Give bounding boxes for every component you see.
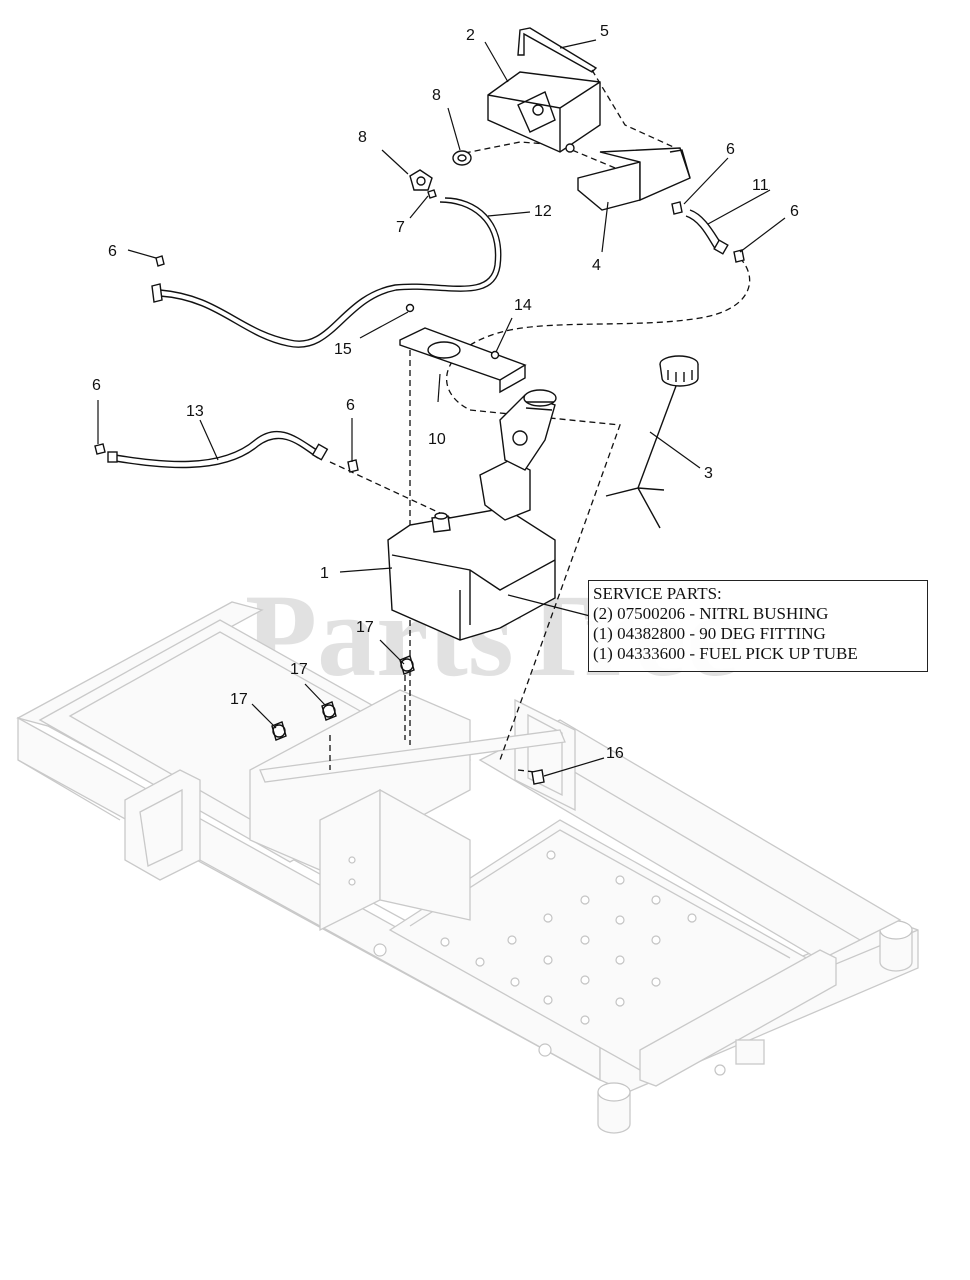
leader-lines bbox=[97, 39, 786, 777]
callout-4: 4 bbox=[592, 257, 601, 274]
part-7-heat-shield bbox=[399, 303, 527, 394]
callout-11: 11 bbox=[752, 177, 769, 194]
part-2-tank-bracket bbox=[487, 71, 601, 153]
service-parts-line-3: (1) 04333600 - FUEL PICK UP TUBE bbox=[593, 644, 858, 663]
part-6-clamps bbox=[94, 201, 745, 473]
part-8-fittings bbox=[155, 189, 437, 267]
callout-6d: 6 bbox=[346, 397, 355, 414]
part-11-hose bbox=[685, 209, 729, 255]
mower-frame bbox=[16, 601, 919, 1134]
callout-8b: 7 bbox=[396, 219, 405, 236]
callout-2: 2 bbox=[466, 27, 475, 44]
part-1-fuel-tank bbox=[387, 389, 557, 641]
callout-14: 14 bbox=[514, 297, 532, 314]
callout-1: 1 bbox=[320, 565, 329, 582]
service-parts-box: SERVICE PARTS: (2) 07500206 - NITRL BUSH… bbox=[588, 580, 928, 672]
callout-7: 10 bbox=[428, 431, 446, 448]
service-parts-line-1: (2) 07500206 - NITRL BUSHING bbox=[593, 604, 829, 623]
callout-13: 13 bbox=[186, 403, 204, 420]
service-parts-title: SERVICE PARTS: bbox=[593, 584, 722, 603]
callout-12: 12 bbox=[534, 203, 552, 220]
part-12-fuel-line bbox=[151, 197, 502, 348]
platform-holes bbox=[440, 850, 697, 1025]
callout-17a: 17 bbox=[356, 619, 374, 636]
callout-8a: 6 bbox=[108, 243, 117, 260]
callout-6c: 6 bbox=[92, 377, 101, 394]
part-3-fuel-cap bbox=[605, 355, 699, 529]
callout-17c: 17 bbox=[230, 691, 248, 708]
part-4-plate bbox=[577, 147, 691, 211]
part-9-fitting bbox=[409, 169, 433, 191]
callout-15: 15 bbox=[334, 341, 352, 358]
callout-6a: 6 bbox=[726, 141, 735, 158]
callout-10: 8 bbox=[432, 87, 441, 104]
callout-9: 8 bbox=[358, 129, 367, 146]
part-5-rod bbox=[517, 27, 598, 73]
part-10-bushing bbox=[452, 150, 472, 166]
part-13-fuel-line bbox=[107, 430, 329, 469]
service-parts-line-2: (1) 04382800 - 90 DEG FITTING bbox=[593, 624, 826, 643]
callout-16: 16 bbox=[606, 745, 624, 762]
callout-6b: 6 bbox=[790, 203, 799, 220]
part-16-bolt bbox=[531, 769, 545, 785]
callout-3: 3 bbox=[704, 465, 713, 482]
callout-17b: 17 bbox=[290, 661, 308, 678]
part-17-clamps bbox=[271, 655, 415, 741]
callout-labels: 2 5 8 8 7 6 12 6 11 6 4 14 15 6 13 6 10 … bbox=[92, 23, 799, 762]
callout-5: 5 bbox=[600, 23, 609, 40]
